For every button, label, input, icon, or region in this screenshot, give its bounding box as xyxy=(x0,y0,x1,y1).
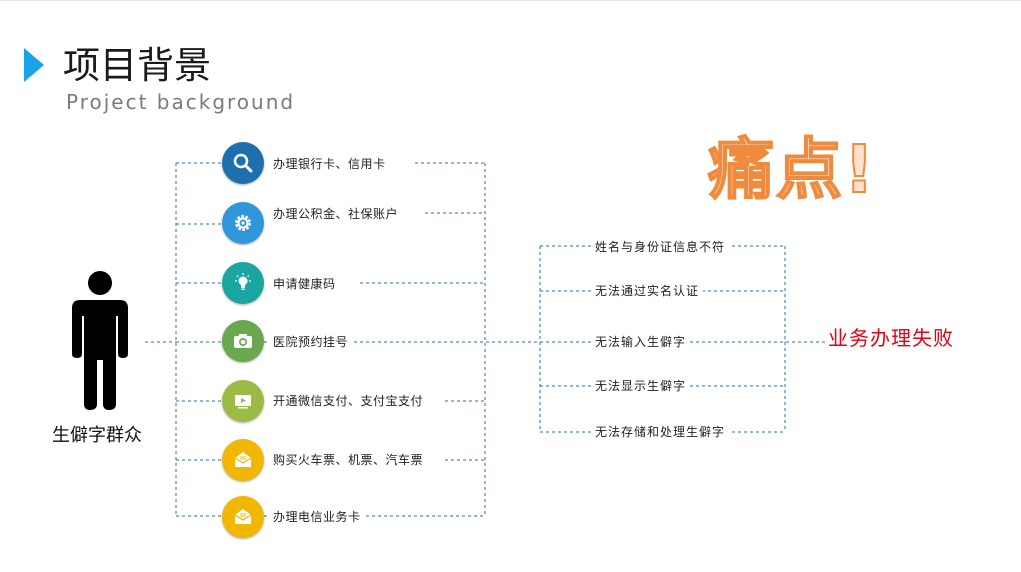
pain-point-label: 无法输入生僻字 xyxy=(591,334,691,350)
scenario-node-provident-fund xyxy=(222,202,264,244)
video-play-icon xyxy=(235,395,251,409)
search-icon xyxy=(233,153,253,173)
scenario-label: 购买火车票、机票、汽车票 xyxy=(270,452,427,468)
scenario-node-telecom xyxy=(222,496,264,538)
scenario-node-tickets xyxy=(222,439,264,481)
scenario-node-hospital xyxy=(222,320,264,362)
title-arrow-icon xyxy=(24,48,44,82)
scenario-node-bank-card xyxy=(222,142,264,184)
pain-point-label: 姓名与身份证信息不符 xyxy=(591,239,730,255)
pain-point-heading: 痛点! xyxy=(707,130,877,209)
scenario-label: 开通微信支付、支付宝支付 xyxy=(270,393,427,409)
pain-point-label: 无法通过实名认证 xyxy=(591,283,704,299)
page-subtitle: Project background xyxy=(66,90,296,114)
failure-result-label: 业务办理失败 xyxy=(828,326,954,350)
scenario-label: 申请健康码 xyxy=(270,276,339,292)
scenario-label: 办理电信业务卡 xyxy=(270,509,364,525)
scenario-label: 办理公积金、社保账户 xyxy=(270,206,402,222)
scenario-node-payment xyxy=(222,380,264,422)
lightbulb-icon xyxy=(235,273,251,290)
gear-icon xyxy=(235,215,251,231)
pain-point-label: 无法显示生僻字 xyxy=(591,378,691,394)
subject-label: 生僻字群众 xyxy=(52,425,142,446)
person-silhouette-icon xyxy=(72,271,128,410)
camera-icon xyxy=(234,334,252,348)
pain-point-label: 无法存储和处理生僻字 xyxy=(591,424,730,440)
envelope-icon xyxy=(234,509,252,524)
scenario-node-health-code xyxy=(222,262,264,304)
top-divider xyxy=(0,0,1021,1)
scenario-label: 医院预约挂号 xyxy=(270,334,352,350)
page-title: 项目背景 xyxy=(63,44,211,87)
envelope-icon xyxy=(234,452,252,467)
scenario-label: 办理银行卡、信用卡 xyxy=(270,156,389,172)
